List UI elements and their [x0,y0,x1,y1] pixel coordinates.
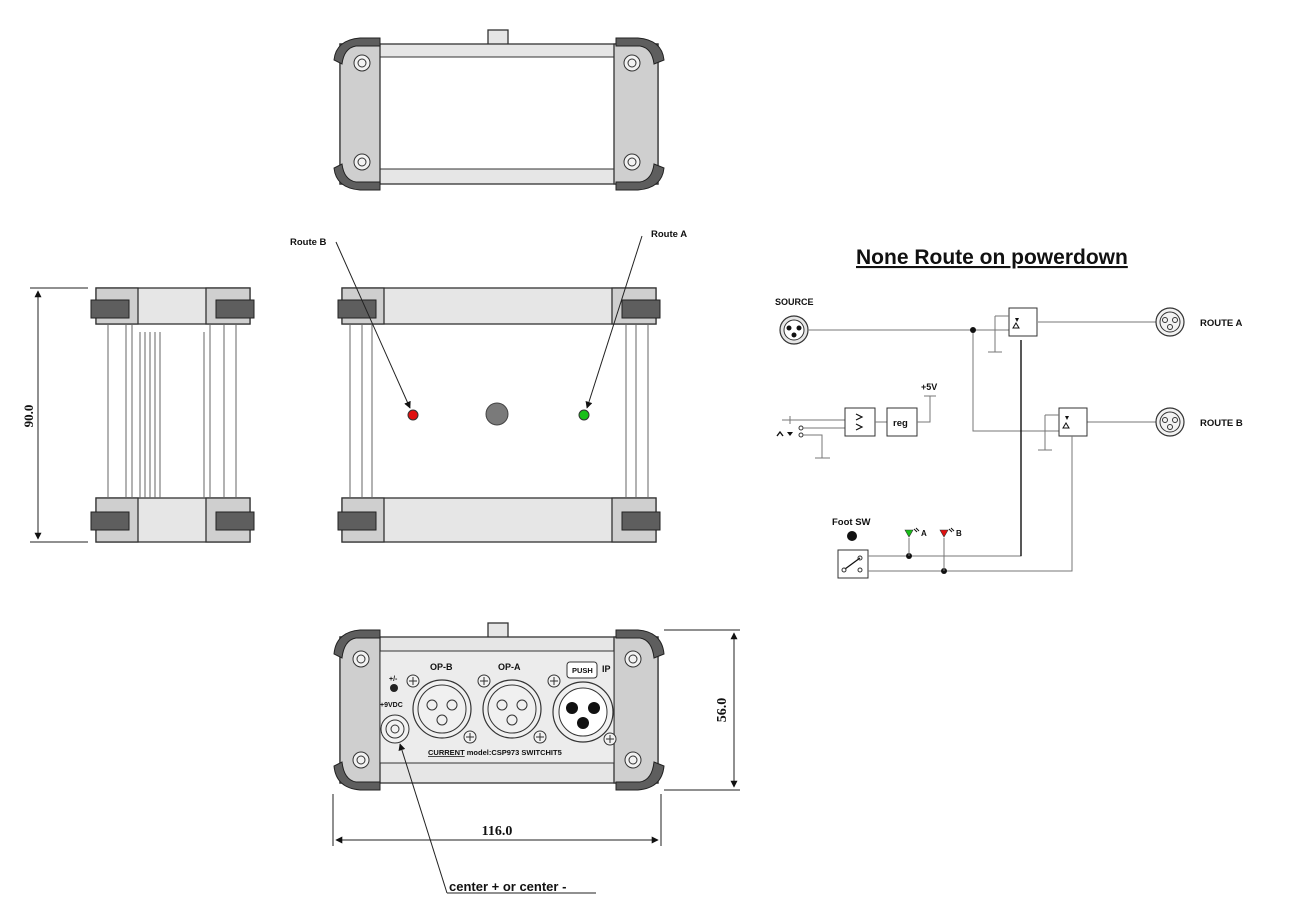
top-view-screws [353,54,641,171]
led-b-symbol-icon [939,529,949,538]
power-input-jack-icon [776,416,845,459]
top-view-bumper-tr [615,37,665,65]
reg-label: reg [893,418,908,429]
led-a-symbol-icon [904,529,914,538]
relay-b [1058,407,1088,437]
side-ribs [107,324,237,498]
top-view-window [379,56,615,170]
op-b-label: OP-B [430,662,453,672]
route-a-led [578,409,590,421]
model-rest: model:CSP973 SWITCHIT5 [465,748,562,757]
width-dimension-116: 116.0 [332,794,662,846]
top-view-bumper-br [615,163,665,191]
route-b-output-label: ROUTE B [1200,418,1243,429]
route-b-label: Route B [290,237,327,248]
supply-label: +5V [921,382,937,392]
callout-label: center + or center - [449,879,566,894]
source-label: SOURCE [775,297,814,307]
side-bumper-br [215,511,255,531]
op-a-xlr-socket[interactable] [482,679,542,739]
polarity-icon [390,684,398,692]
dimension-56-label: 56.0 [715,698,730,723]
route-b-led [407,409,419,421]
route-b-leader [335,241,411,409]
push-latch[interactable] [566,661,598,679]
callout-leader [398,743,448,894]
model-label: CURRENT model:CSP973 SWITCHIT5 [428,748,562,757]
polarity-protection-block [844,407,876,437]
push-label: PUSH [572,666,593,675]
route-a-label: Route A [651,229,687,240]
footsw-knob-icon [847,531,857,541]
relay-a [1008,307,1038,337]
footswitch-button [485,402,509,426]
led-b-label: B [956,529,962,538]
side-bumper-tr [215,299,255,319]
height-dimension-56: 56.0 [664,629,740,791]
top-view-bumper-bl [333,163,381,191]
schematic: None Route on powerdown SOURCE ROUTE A R… [775,246,1243,579]
polarity-label: +/- [389,676,398,683]
dimension-90-label: 90.0 [21,405,36,428]
led-view-enclosure: Route B Route A [290,229,687,543]
height-dimension-90: 90.0 [21,287,88,543]
top-view-bumper-tl [333,37,381,65]
model-prefix: CURRENT [428,748,465,757]
side-bumper-tl [90,299,130,319]
route-a-output-label: ROUTE A [1200,318,1243,329]
side-bumper-bl [90,511,130,531]
dc-jack[interactable] [380,714,410,744]
diagram-title: None Route on powerdown [856,246,1128,269]
footsw-label: Foot SW [832,517,871,528]
dimension-116-label: 116.0 [482,824,513,839]
route-a-leader [585,235,643,409]
op-a-label: OP-A [498,662,521,672]
front-panel-enclosure: +/- +9VDC OP-B OP-A PUSH IP CURRENT mode… [332,622,740,894]
led-a-label: A [921,529,927,538]
footswitch-block [837,549,869,579]
ip-label: IP [602,664,611,674]
power-label: +9VDC [380,702,403,709]
top-view-enclosure [333,29,665,191]
side-view-enclosure: 90.0 [21,287,255,543]
op-b-xlr-socket[interactable] [412,679,472,739]
